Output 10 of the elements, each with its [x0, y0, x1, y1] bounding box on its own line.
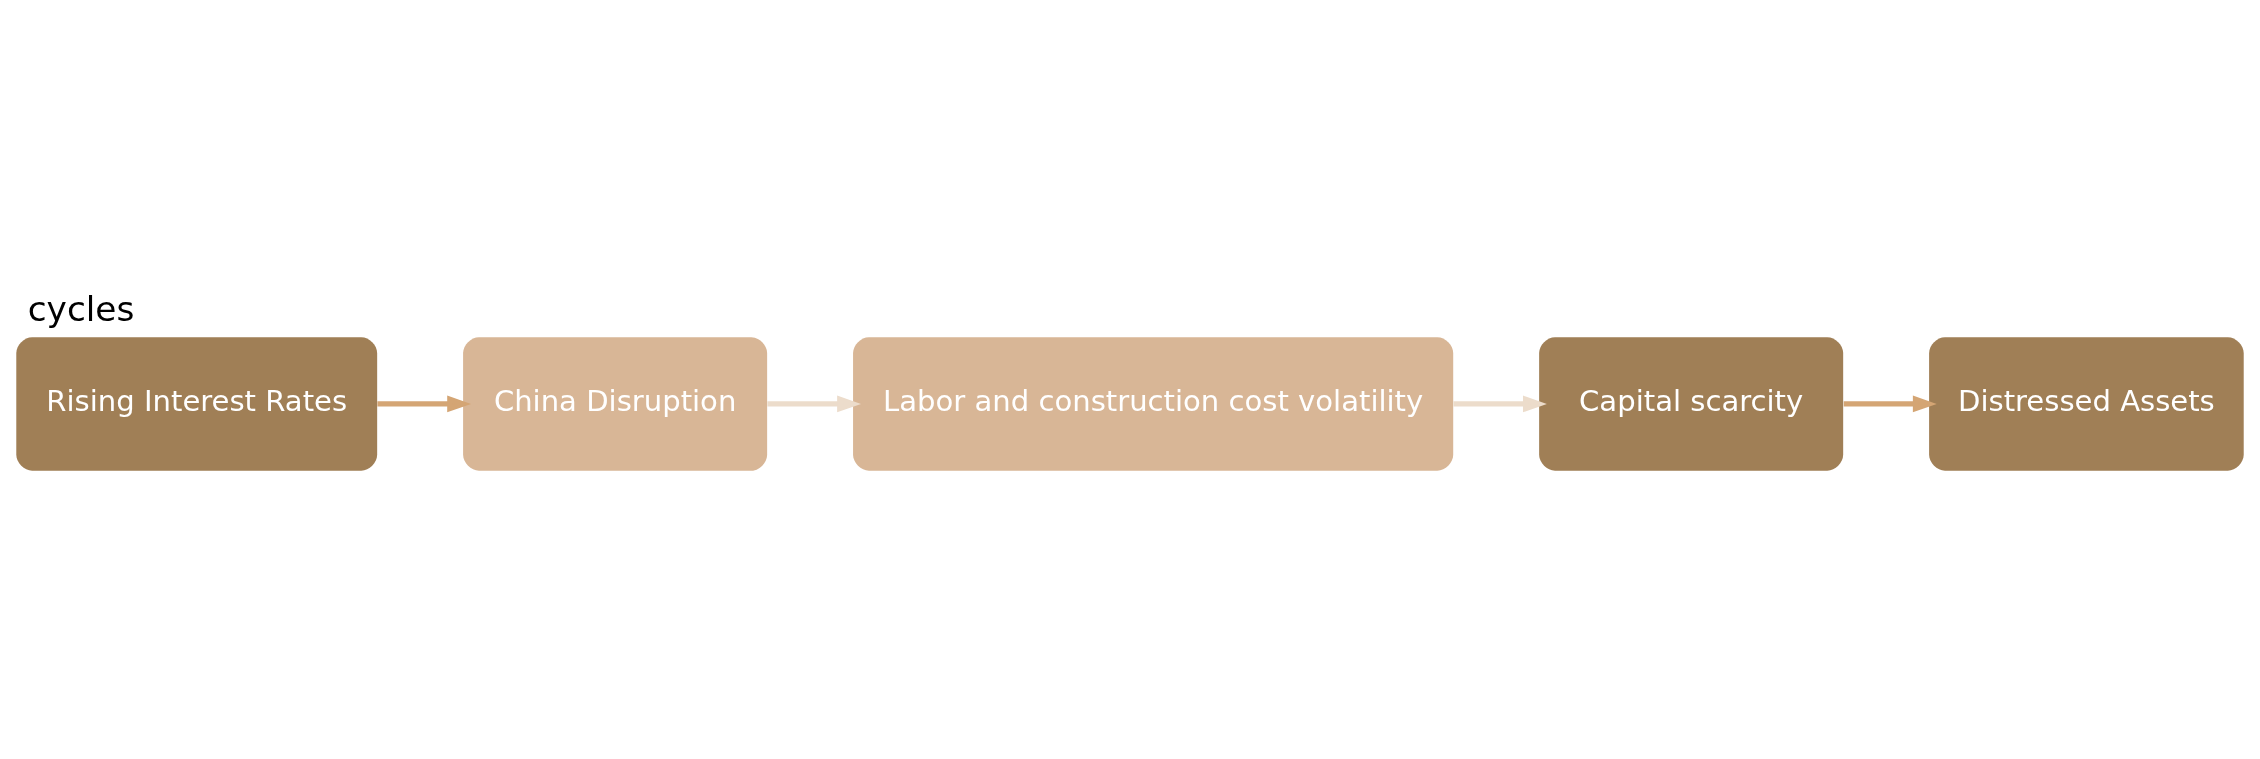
- arrow: [1453, 395, 1547, 413]
- node-box: Capital scarcity: [1539, 337, 1844, 471]
- node-box: Labor and construction cost volatility: [853, 337, 1454, 471]
- arrow: [1843, 395, 1937, 413]
- arrow: [767, 395, 861, 413]
- diagram-title: cycles: [27, 289, 135, 330]
- node-box: Distressed Assets: [1929, 337, 2244, 471]
- arrow: [377, 395, 472, 413]
- node-box: China Disruption: [463, 337, 768, 471]
- node-box: Rising Interest Rates: [16, 337, 378, 471]
